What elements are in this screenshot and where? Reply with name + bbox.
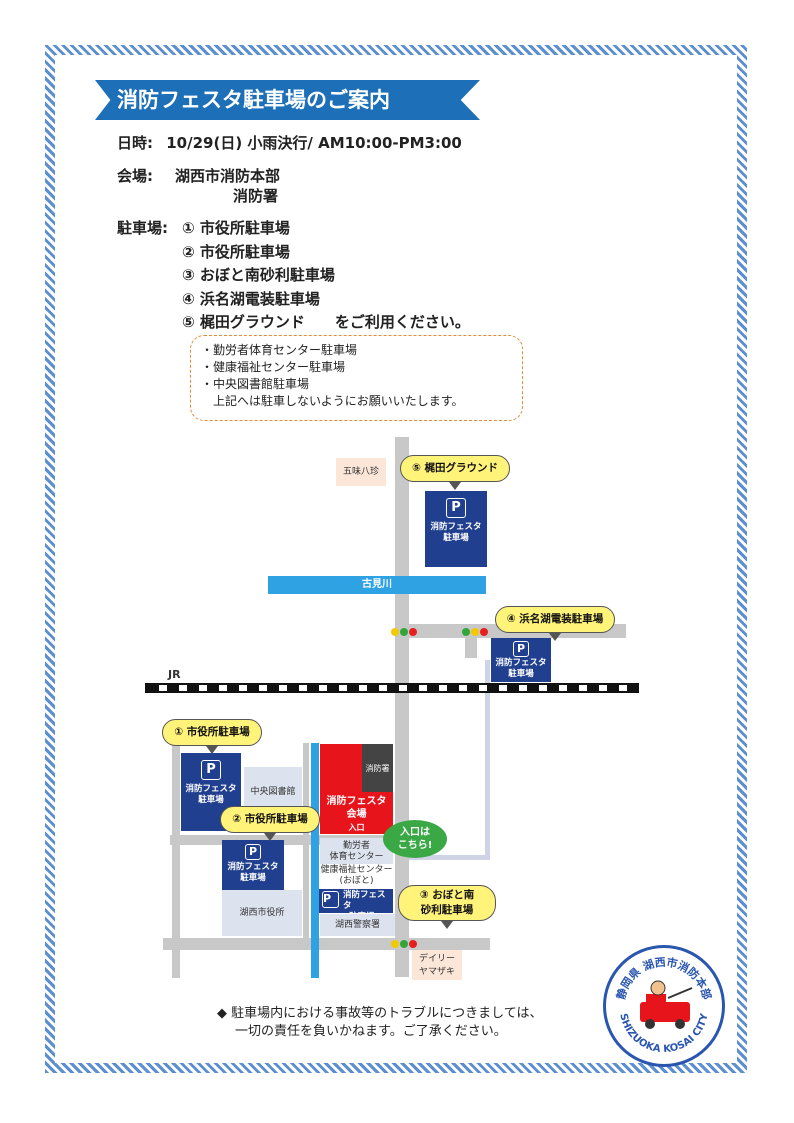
venue-line1: 湖西市消防本部 xyxy=(175,167,281,185)
parking-text: 消防フェスタ xyxy=(185,784,237,794)
disclaimer-line1: 駐車場内における事故等のトラブルにつきましては、 xyxy=(231,1006,543,1021)
canal xyxy=(311,743,319,978)
callout3-line: ③ おぼと南 xyxy=(419,889,475,901)
entrance-bubble: 入口は こちら! xyxy=(383,820,447,858)
page-title: 消防フェスタ駐車場のご案内 xyxy=(95,80,480,120)
signal-light xyxy=(409,940,417,948)
venue-extension xyxy=(320,744,362,792)
venue-line2: 消防署 xyxy=(233,187,279,205)
building-fire-station: 消防署 xyxy=(362,744,393,792)
jr-label: JR xyxy=(168,668,181,681)
parking-icon: P xyxy=(245,844,261,860)
parking-lot-4: P 消防フェスタ 駐車場 xyxy=(491,638,551,682)
landmark-goshuhachi: 五味八珍 xyxy=(336,458,386,486)
date-value: 10/29(日) 小雨決行/ AM10:00-PM3:00 xyxy=(166,134,462,152)
jr-railway xyxy=(145,683,639,693)
gym-line: 体育センター xyxy=(329,852,384,862)
venue-label: 会場: xyxy=(117,167,153,185)
callout-parking-3: ③ おぼと南 砂利駐車場 xyxy=(398,885,496,929)
parking-text: 駐車場 xyxy=(508,669,534,679)
route-line-horizontal xyxy=(409,855,490,860)
parking-item: ② 市役所駐車場 xyxy=(182,242,290,261)
road-west xyxy=(172,720,180,978)
parking-icon: P xyxy=(513,641,529,657)
diamond-icon: ◆ xyxy=(217,1006,227,1021)
parking-lot-1: P 消防フェスタ 駐車場 xyxy=(181,753,241,831)
parking-icon: P xyxy=(322,891,339,908)
notice-line: ・健康福祉センター駐車場 xyxy=(201,360,346,374)
parking-text: 駐車場 xyxy=(198,795,224,805)
parking-item: ① 市役所駐車場 xyxy=(182,219,290,237)
signal-light xyxy=(462,628,470,636)
disclaimer-line2: 一切の責任を負いかねます。ご了承ください。 xyxy=(235,1024,507,1039)
road-inner xyxy=(303,743,309,938)
parking-icon: P xyxy=(446,498,466,518)
parking-item: ④ 浜名湖電装駐車場 xyxy=(182,289,320,308)
notice-line: ・勤労者体育センター駐車場 xyxy=(201,343,358,357)
parking-item: ⑤ 梶田グラウンド をご利用ください。 xyxy=(182,313,470,331)
entrance-label: 入口 xyxy=(348,823,365,832)
parking-icon: P xyxy=(201,760,221,780)
river: 古見川 xyxy=(268,576,486,594)
date-label: 日時: xyxy=(117,134,153,152)
welfare-line: (おぼと) xyxy=(339,876,374,886)
parking-lot-2: P 消防フェスタ 駐車場 xyxy=(222,840,284,890)
callout-parking-4: ④ 浜名湖電装駐車場 xyxy=(495,606,615,641)
signal-light xyxy=(391,628,399,636)
disclaimer: ◆ 駐車場内における事故等のトラブルにつきましては、 一切の責任を負いかねます。… xyxy=(217,1005,543,1041)
entrance-bubble-line: こちら! xyxy=(397,840,433,851)
parking-text: 駐車場 xyxy=(443,533,469,543)
notice-box: ・勤労者体育センター駐車場 ・健康福祉センター駐車場 ・中央図書館駐車場 上記へ… xyxy=(190,335,523,421)
callout3-line: 砂利駐車場 xyxy=(420,904,474,916)
route-line-vertical xyxy=(485,660,490,860)
gym-line: 勤労者 xyxy=(342,841,370,851)
signal-light xyxy=(391,940,399,948)
venue-building: 消防フェスタ 会場 入口 xyxy=(320,792,393,834)
signal-light xyxy=(400,628,408,636)
parking-label: 駐車場: xyxy=(117,219,168,237)
logo-emblem: 静岡県 湖西市消防本部 SHIZUOKA KOSAI CITY xyxy=(613,955,714,1055)
entrance-bubble-line: 入口は xyxy=(400,827,430,838)
parking-text: 消防フェスタ xyxy=(343,890,386,911)
signal-light xyxy=(471,628,479,636)
daily-line2: ヤマザキ xyxy=(418,967,455,977)
parking-lot-5: P 消防フェスタ 駐車場 xyxy=(425,491,487,567)
signal-light xyxy=(480,628,488,636)
date-line: 日時: 10/29(日) 小雨決行/ AM10:00-PM3:00 xyxy=(117,132,462,153)
landmark-daily-yamazaki: デイリー ヤマザキ xyxy=(412,950,462,980)
building-welfare-center: 健康福祉センター (おぼと) xyxy=(320,865,393,889)
building-police: 湖西警察署 xyxy=(320,914,395,936)
signal-light xyxy=(409,628,417,636)
parking-item: ③ おぼと南砂利駐車場 xyxy=(182,266,335,284)
parking-text: 駐車場 xyxy=(240,873,266,883)
venue-text: 会場 xyxy=(346,809,367,820)
building-gym: 勤労者 体育センター xyxy=(320,838,393,864)
road-south xyxy=(163,938,490,950)
notice-line: 上記へは駐車しないようにお願いいたします。 xyxy=(201,394,464,408)
notice-line: ・中央図書館駐車場 xyxy=(201,377,310,391)
building-city-hall: 湖西市役所 xyxy=(222,890,302,936)
parking-text: 消防フェスタ xyxy=(495,658,547,668)
callout-parking-5: ⑤ 梶田グラウンド xyxy=(400,455,510,490)
parking-lot-3: P 消防フェスタ 駐車場 xyxy=(319,889,393,922)
fire-department-logo: 静岡県 湖西市消防本部 SHIZUOKA KOSAI CITY xyxy=(603,945,725,1067)
callout-parking-2: ② 市役所駐車場 xyxy=(220,806,320,841)
road-east-branch xyxy=(465,638,477,658)
callout-parking-1: ① 市役所駐車場 xyxy=(162,719,262,754)
signal-light xyxy=(400,940,408,948)
daily-line1: デイリー xyxy=(418,954,455,964)
parking-list: ① 市役所駐車場 ② 市役所駐車場 ③ おぼと南砂利駐車場 ④ 浜名湖電装駐車場… xyxy=(182,217,470,335)
venue-text: 消防フェスタ xyxy=(326,796,387,807)
parking-text: 消防フェスタ xyxy=(430,522,482,532)
parking-text: 消防フェスタ xyxy=(227,862,279,872)
welfare-line: 健康福祉センター xyxy=(320,865,393,875)
